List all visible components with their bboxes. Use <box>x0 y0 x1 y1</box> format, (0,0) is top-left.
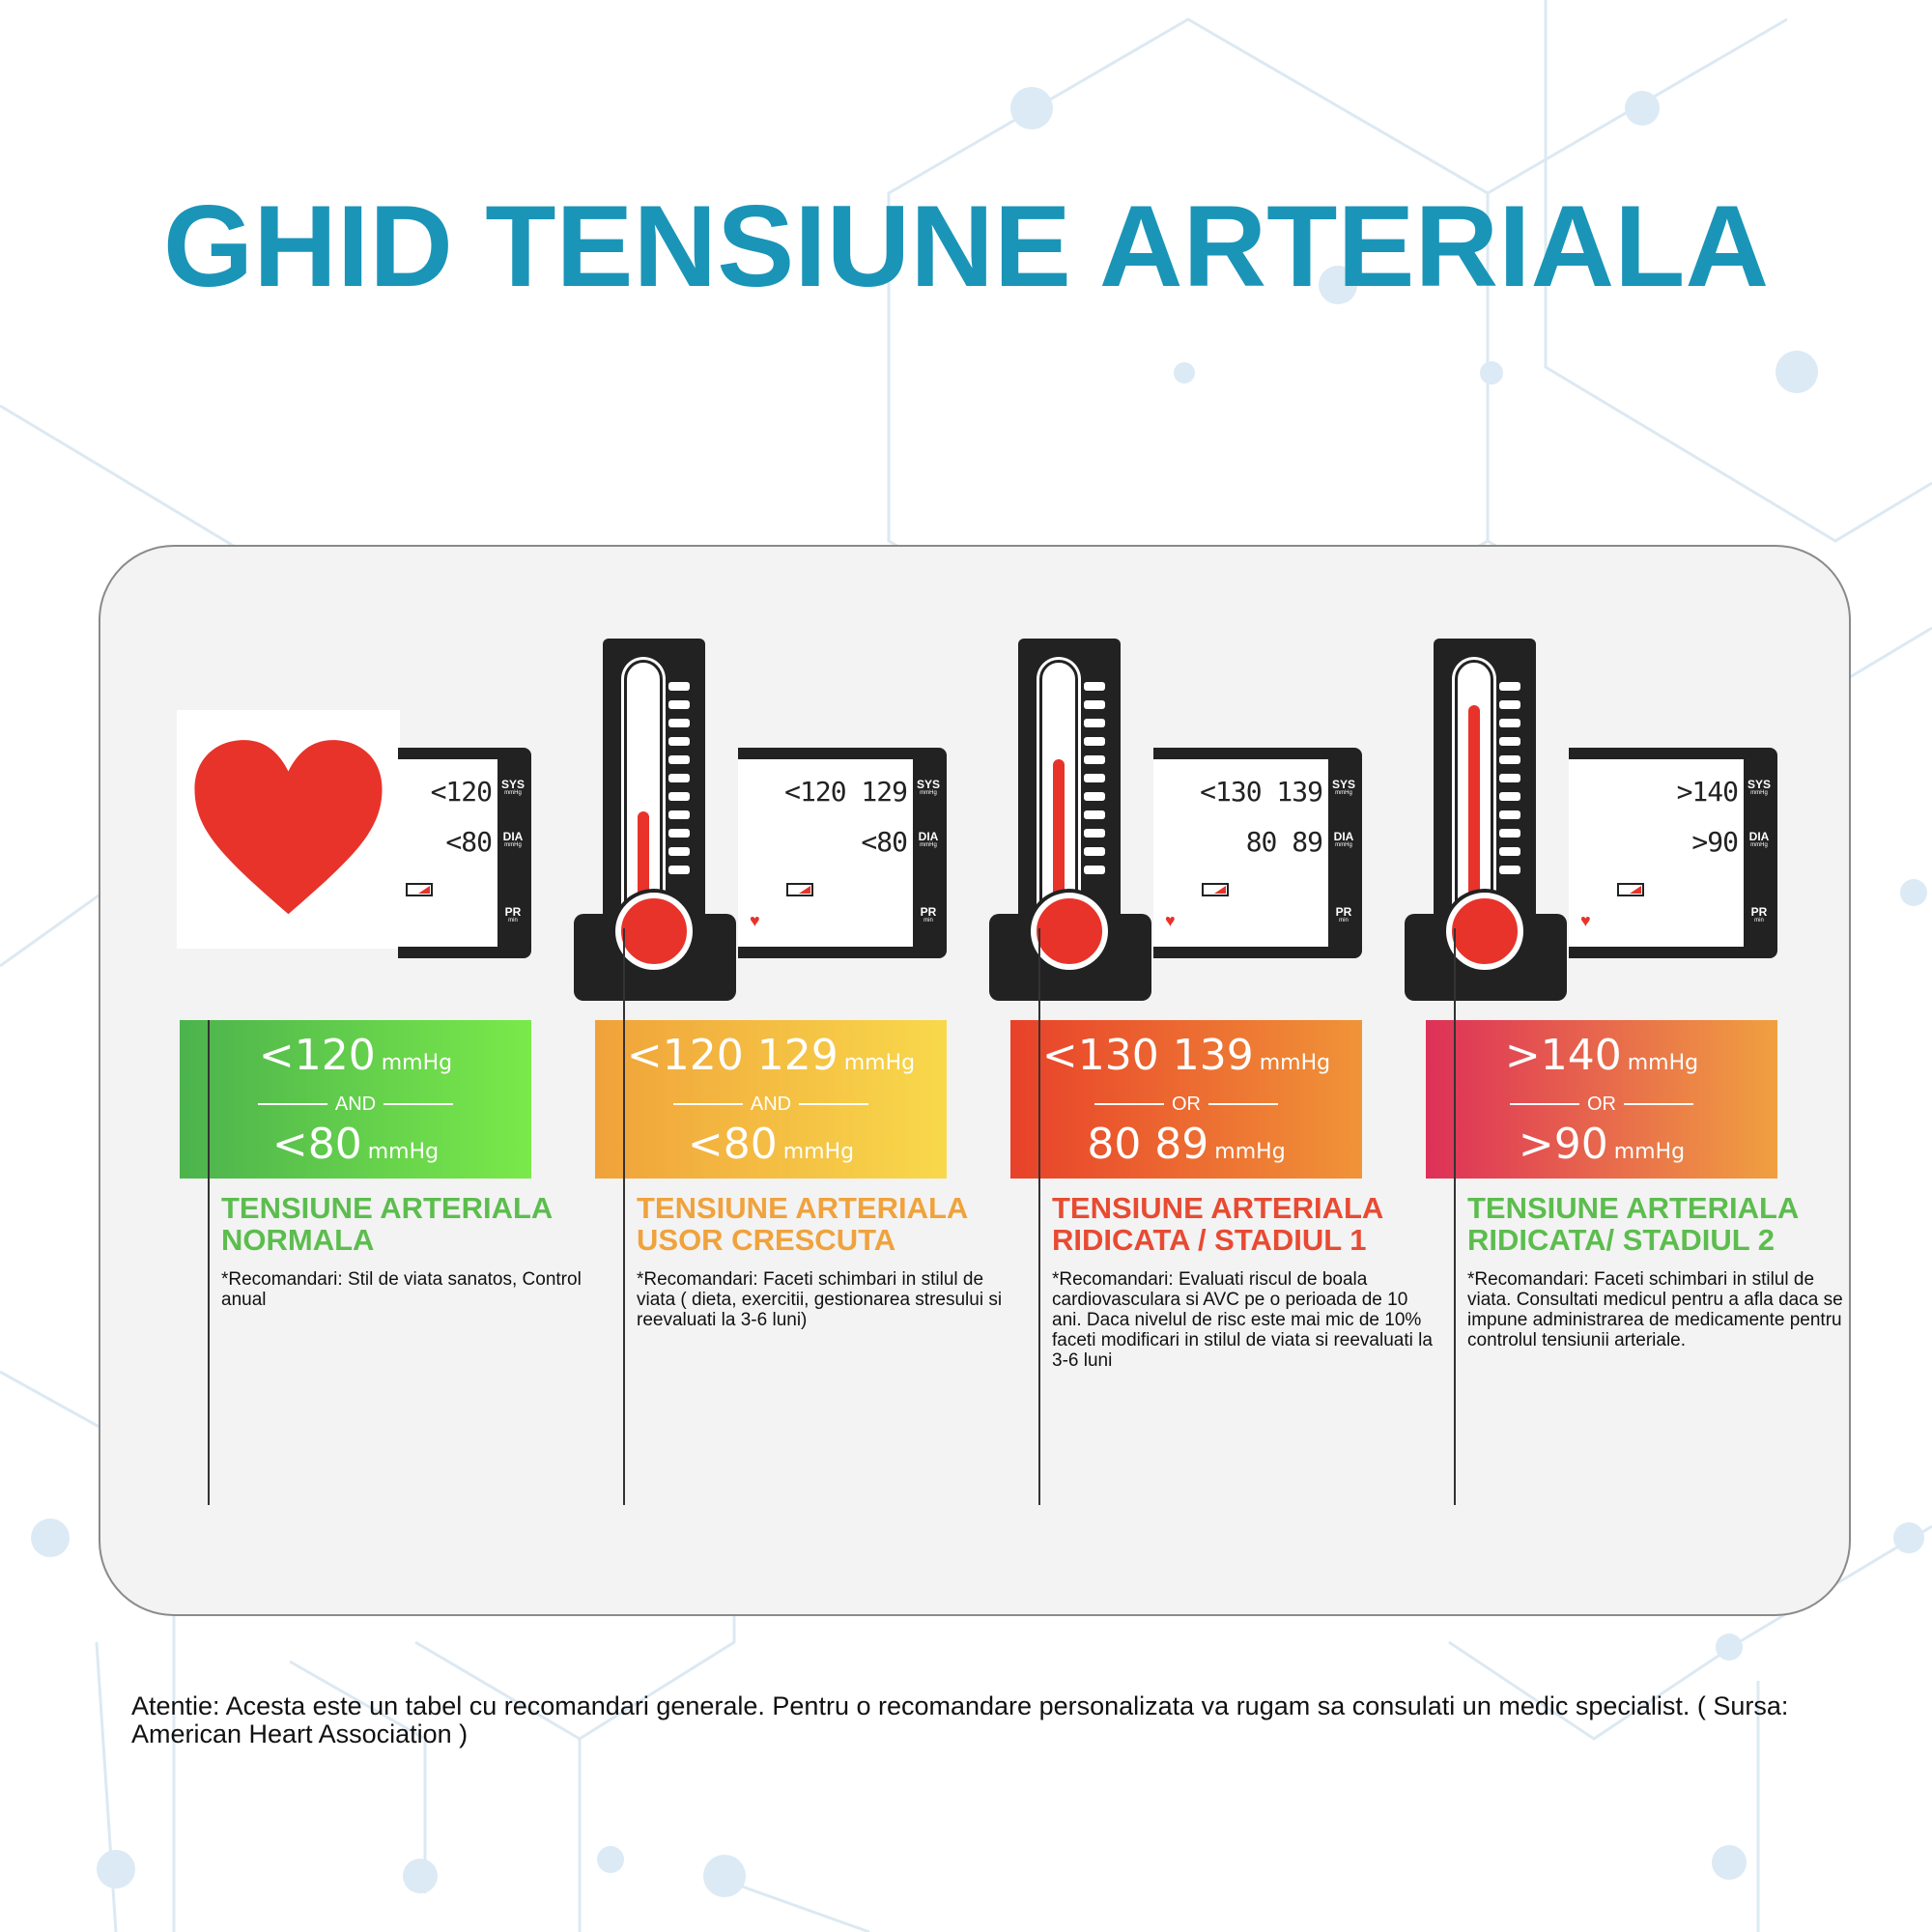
unit: mmHg <box>1627 1051 1699 1075</box>
heart-icon: ♥ <box>750 911 760 930</box>
recommendation-text: *Recomandari: Stil de viata sanatos, Con… <box>221 1269 582 1310</box>
disclaimer-footer: Atentie: Acesta este un tabel cu recoman… <box>131 1691 1789 1748</box>
sys-label: SYS <box>500 778 525 791</box>
lcd-systolic: >140 <box>1676 776 1739 808</box>
diastolic-range: 80 89 <box>1087 1120 1209 1169</box>
pr-label: PR <box>1750 905 1768 919</box>
thermometer-icon <box>1018 639 1121 914</box>
diastolic-range: >90 <box>1518 1120 1608 1169</box>
unit: mmHg <box>1613 1140 1686 1164</box>
systolic-range: <120 129 <box>626 1031 838 1080</box>
range-connector: OR <box>1172 1093 1201 1115</box>
sys-unit: mmHg <box>1335 790 1352 796</box>
category-heading: TENSIUNE ARTERIALA NORMALA <box>221 1191 553 1257</box>
sys-label: SYS <box>1331 778 1355 791</box>
thermometer-icon <box>603 639 705 914</box>
recommendation-text: *Recomandari: Faceti schimbari in stilul… <box>1467 1269 1843 1350</box>
pr-label: PR <box>504 905 522 919</box>
diastolic-range: <80 <box>271 1120 362 1169</box>
sys-label: SYS <box>916 778 940 791</box>
sys-label: SYS <box>1747 778 1771 791</box>
unit: mmHg <box>381 1051 453 1075</box>
unit: mmHg <box>1259 1051 1331 1075</box>
range-connector: AND <box>750 1093 792 1115</box>
category-heading: TENSIUNE ARTERIALA RIDICATA / STADIUL 1 <box>1052 1191 1383 1257</box>
column-divider <box>1454 928 1456 1505</box>
unit: mmHg <box>782 1140 855 1164</box>
heart-icon: ♥ <box>1165 911 1176 930</box>
column-divider <box>208 1020 210 1505</box>
thermometer-fill <box>638 810 649 898</box>
thermometer-bulb <box>615 893 693 970</box>
heart-image <box>177 710 400 949</box>
category-heading: TENSIUNE ARTERIALA USOR CRESCUTA <box>637 1191 968 1257</box>
thermometer-bulb <box>1031 893 1108 970</box>
thermometer-bulb <box>1446 893 1523 970</box>
lcd-diastolic: <80 <box>861 826 908 858</box>
unit: mmHg <box>843 1051 916 1075</box>
recommendation-text: *Recomandari: Evaluati riscul de boala c… <box>1052 1269 1433 1371</box>
heart-icon <box>194 740 383 915</box>
thermometer-icon <box>1434 639 1536 914</box>
sys-unit: mmHg <box>920 790 937 796</box>
dia-unit: mmHg <box>1750 842 1768 848</box>
dia-unit: mmHg <box>1335 842 1352 848</box>
pr-unit: min <box>1754 918 1764 923</box>
lcd-diastolic: 80 89 <box>1245 826 1323 858</box>
dia-unit: mmHg <box>920 842 937 848</box>
pr-unit: min <box>1339 918 1349 923</box>
lcd-diastolic: <80 <box>445 826 493 858</box>
lcd-systolic: <120 129 <box>784 776 908 808</box>
page-title: GHID TENSIUNE ARTERIALA <box>162 182 1770 311</box>
systolic-range: <130 139 <box>1041 1031 1254 1080</box>
battery-icon <box>1617 883 1644 896</box>
pr-label: PR <box>1335 905 1352 919</box>
range-connector: AND <box>334 1093 377 1115</box>
column-divider <box>1038 928 1040 1505</box>
systolic-range: >140 <box>1504 1031 1622 1080</box>
recommendation-text: *Recomandari: Faceti schimbari in stilul… <box>637 1269 1003 1330</box>
column-divider <box>623 928 625 1505</box>
sys-unit: mmHg <box>1750 790 1768 796</box>
unit: mmHg <box>1214 1140 1286 1164</box>
pr-label: PR <box>920 905 937 919</box>
unit: mmHg <box>367 1140 440 1164</box>
pr-unit: min <box>508 918 518 923</box>
lcd-diastolic: >90 <box>1691 826 1739 858</box>
heart-icon: ♥ <box>1580 911 1591 930</box>
sys-unit: mmHg <box>504 790 522 796</box>
category-heading: TENSIUNE ARTERIALA RIDICATA/ STADIUL 2 <box>1467 1191 1799 1257</box>
dia-label: DIA <box>1748 830 1770 843</box>
lcd-systolic: <120 <box>430 776 493 808</box>
pr-unit: min <box>923 918 933 923</box>
lcd-systolic: <130 139 <box>1200 776 1323 808</box>
dia-label: DIA <box>918 830 939 843</box>
range-connector: OR <box>1587 1093 1616 1115</box>
battery-icon <box>1202 883 1229 896</box>
dia-unit: mmHg <box>504 842 522 848</box>
dia-label: DIA <box>1333 830 1354 843</box>
thermometer-fill <box>1468 704 1480 898</box>
thermometer-fill <box>1053 759 1065 898</box>
battery-icon <box>406 883 433 896</box>
dia-label: DIA <box>502 830 524 843</box>
systolic-range: <120 <box>258 1031 376 1080</box>
battery-icon <box>786 883 813 896</box>
diastolic-range: <80 <box>687 1120 778 1169</box>
